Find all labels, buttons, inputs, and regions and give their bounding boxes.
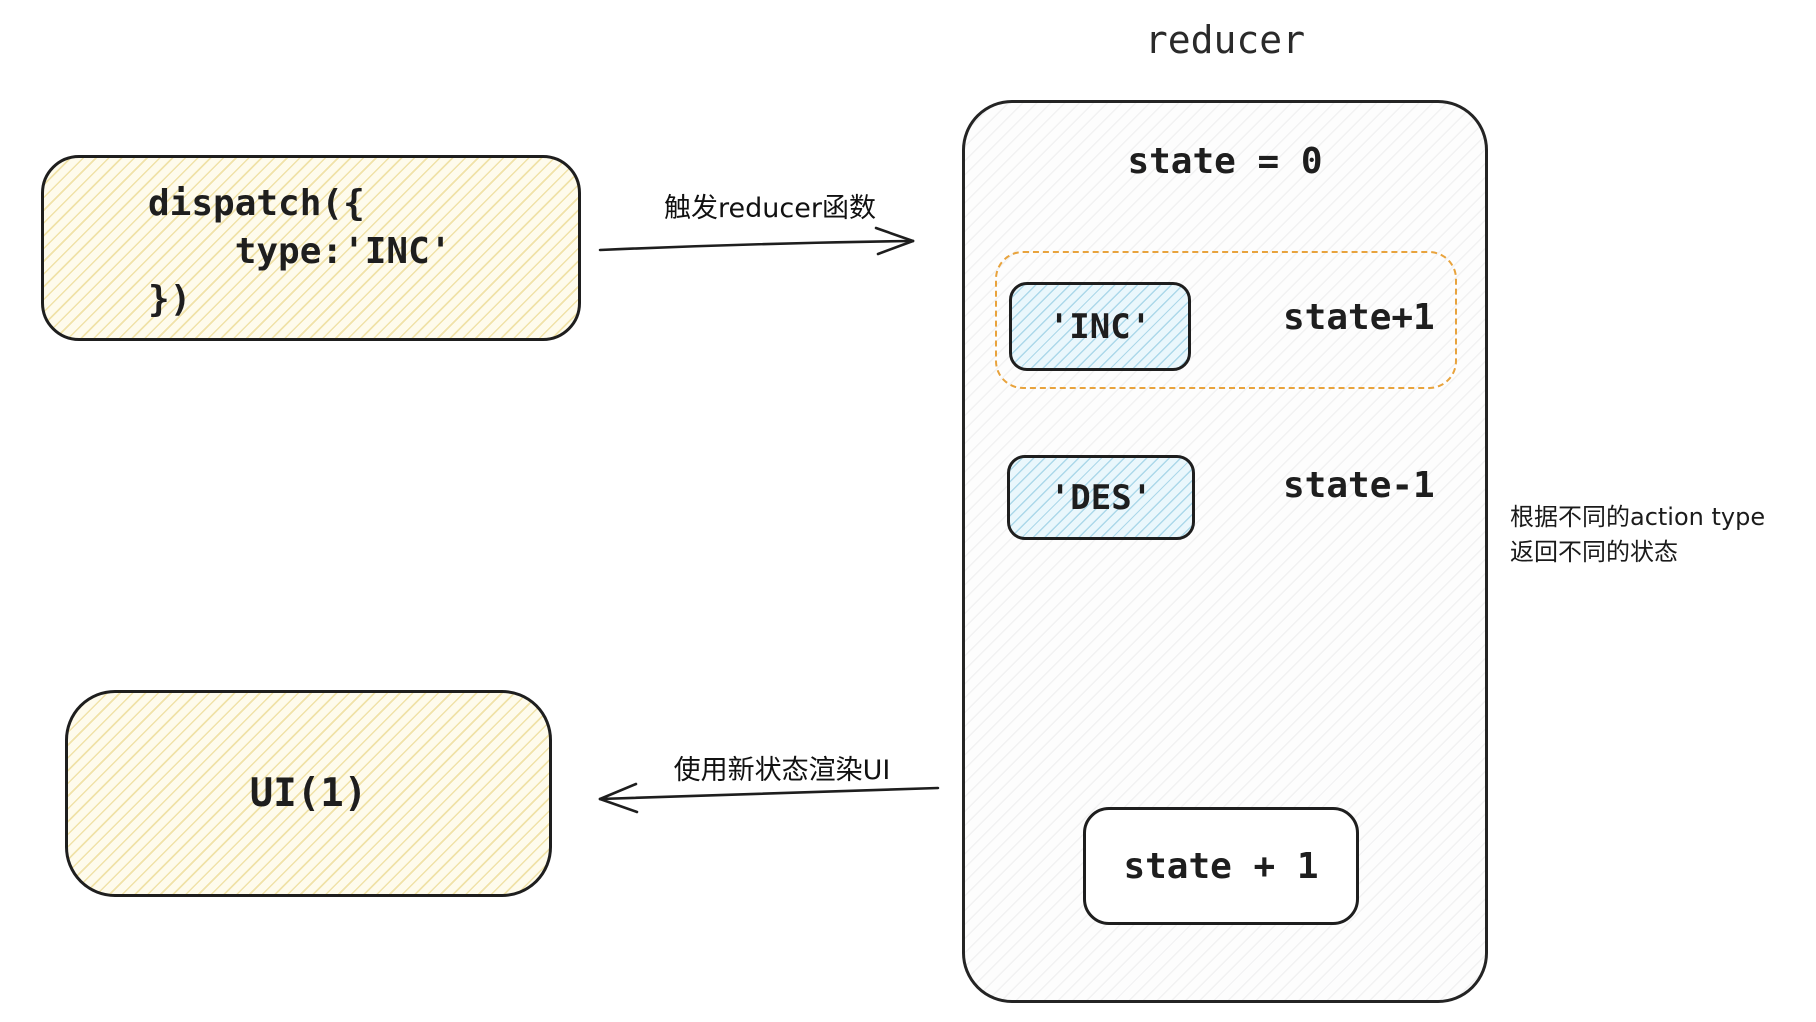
inc-case-highlight-box: 'INC'	[995, 251, 1457, 389]
diagram-title: reducer	[1144, 18, 1306, 62]
side-annotation: 根据不同的action type 返回不同的状态	[1510, 500, 1816, 570]
dispatch-code-line-3: })	[148, 279, 192, 320]
des-result-label: state-1	[1283, 465, 1435, 506]
side-annotation-line-2: 返回不同的状态	[1510, 538, 1678, 566]
reducer-container: state = 0 'INC' state+1 'DES' state-1 st…	[962, 100, 1488, 1003]
inc-result-label: state+1	[1283, 297, 1435, 338]
dispatch-code-line-2: type:'INC'	[148, 231, 452, 272]
render-ui-arrow	[598, 782, 940, 814]
new-state-result-box: state + 1	[1083, 807, 1359, 925]
inc-action-box: 'INC'	[1009, 282, 1191, 371]
ui-box: UI(1)	[65, 690, 552, 897]
dispatch-box: dispatch({ type:'INC' })	[41, 155, 581, 341]
trigger-arrow-label: 触发reducer函数	[664, 193, 876, 224]
render-arrow-label: 使用新状态渲染UI	[673, 755, 891, 786]
side-annotation-line-1: 根据不同的action type	[1510, 503, 1766, 531]
des-action-box: 'DES'	[1007, 455, 1195, 540]
dispatch-code-line-1: dispatch({	[148, 183, 365, 224]
state-initial-label: state = 0	[1127, 141, 1323, 182]
trigger-reducer-arrow	[598, 226, 915, 256]
